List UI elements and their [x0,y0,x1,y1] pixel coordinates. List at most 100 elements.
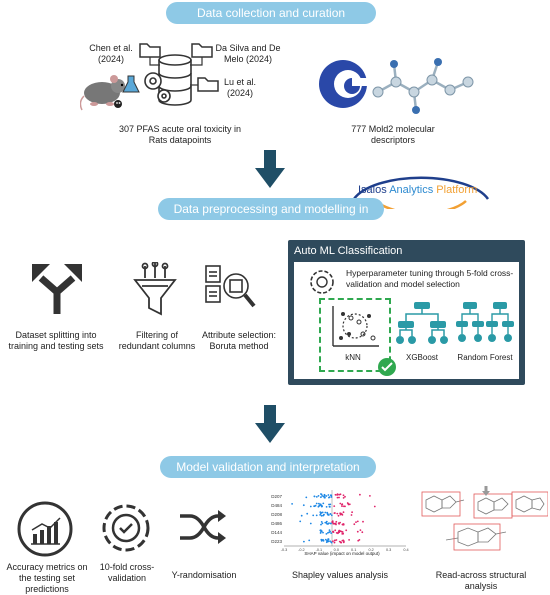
shap-point [341,531,344,533]
shap-point [344,495,346,498]
shap-point [350,514,353,516]
mold2-swirl-icon [319,60,372,108]
shap-point [329,513,332,515]
shap-point [334,493,337,496]
shap-point [333,541,336,544]
shap-point [318,502,320,505]
xgboost-tree-icon [396,302,448,344]
shap-point [309,522,312,525]
check-icon [378,358,396,376]
shap-point [314,504,317,507]
shap-point [342,541,345,544]
shap-point [333,512,336,514]
shap-point [320,493,323,496]
shap-point [341,503,343,506]
shap-point [339,513,342,516]
shap-xtick-label: 0.1 [351,548,356,552]
shap-xtick-label: 0.4 [403,548,408,552]
shap-point [330,532,333,534]
tuning-caption: Hyperparameter tuning through 5-fold cro… [346,268,514,289]
automl-panel-body: Hyperparameter tuning through 5-fold cro… [294,262,519,379]
shap-xtick-label: -0.1 [316,548,323,552]
shap-point [322,495,325,498]
shap-point [330,541,333,544]
gear-icon [144,72,171,103]
source-chen: Chen et al. (2024) [89,43,133,64]
isalos-logo: Isalos Analytics Platform [318,171,518,211]
shap-point [330,522,332,525]
shap-point [334,522,336,525]
shap-point [333,505,336,507]
shap-point [357,539,360,542]
shap-point [342,511,345,514]
shap-point [346,502,349,504]
shap-point [303,540,305,543]
shap-point [309,505,312,508]
molecule-icon [377,61,469,111]
shap-point [344,505,346,508]
shap-point [327,539,329,542]
shap-xtick-label: 0.2 [368,548,373,552]
validation-yrand-label: Y-randomisation [171,570,237,580]
shap-point [339,521,341,524]
shap-point [308,539,311,542]
shap-point [329,540,331,543]
shap-point [291,503,293,505]
folder-icon [191,43,213,58]
section-title-collection: Data collection and curation [166,2,376,24]
shap-point [300,514,303,517]
shap-point [315,502,318,505]
shap-point [319,514,321,516]
datapoints-caption: 307 PFAS acute oral toxicity in Rats dat… [118,124,242,145]
shap-feature-label: D208 [271,512,282,517]
shap-point [312,514,315,517]
shap-point [342,539,345,542]
shap-point [326,523,328,525]
shap-point [338,523,340,525]
shap-point [320,523,322,526]
shap-point [324,538,327,541]
shap-point [320,514,323,517]
folder-icon [197,77,219,92]
toxic-flask-icon [114,75,140,108]
flow-arrow-down [255,405,285,443]
section-title-validation: Model validation and interpretation [160,456,376,478]
model-random-forest-label: Random Forest [457,353,513,362]
shap-point [335,520,338,523]
shap-point [327,494,330,496]
shap-point [328,503,330,506]
shap-feature-label: D486 [271,521,282,526]
shap-point [338,496,340,499]
shap-point [320,504,323,507]
shap-point [342,497,345,499]
shap-point [339,502,342,505]
shap-point [333,539,336,542]
shap-point [330,514,333,517]
flow-arrow-down [255,150,285,188]
shap-point [337,532,339,535]
shap-point [351,511,353,514]
step-split-label: Dataset splitting into training and test… [8,330,104,351]
shap-feature-label: D484 [271,503,282,508]
shap-point [324,521,327,524]
shap-point [320,511,323,514]
shap-point [325,533,328,535]
shap-point [330,494,332,497]
validation-shap-label: Shapley values analysis [291,570,389,580]
shap-point [339,493,342,496]
shap-xtick-label: -0.2 [298,548,305,552]
shap-point [313,505,315,507]
shap-point [322,502,325,505]
shap-point [320,531,322,533]
shap-point [337,514,340,517]
shap-point [342,523,344,525]
shap-point [302,504,305,507]
document-search-icon [205,265,256,308]
shap-point [323,493,326,496]
source-lu: Lu et al. (2024) [223,77,257,98]
logo-isalos: Isalos [358,184,387,196]
mold2-logo [319,58,474,114]
shap-point [359,493,361,496]
shap-point [324,511,327,514]
